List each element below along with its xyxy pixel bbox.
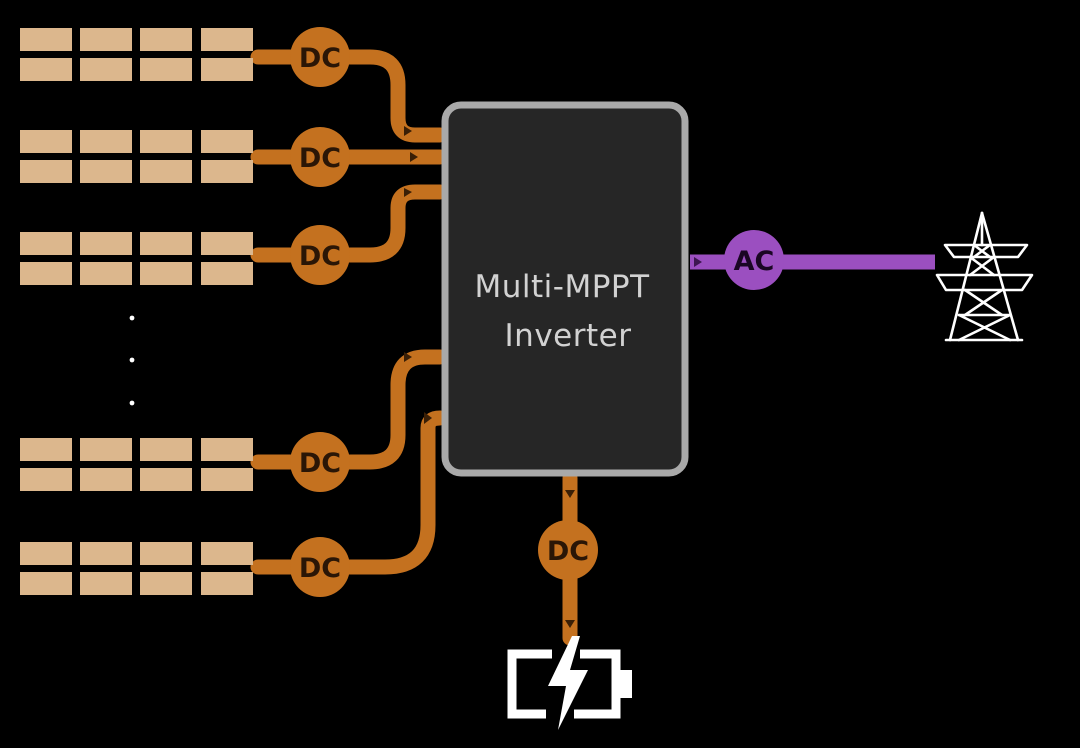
solar-panel-icon [140, 130, 192, 153]
solar-panel-icon [20, 130, 72, 153]
solar-panel-icon [20, 160, 72, 183]
ac-arrow [694, 257, 702, 267]
ac-badge: AC [724, 230, 784, 290]
solar-panel-icon [80, 58, 132, 81]
solar-panel-icon [80, 130, 132, 153]
solar-panel-icon [201, 438, 253, 461]
solar-array-4 [20, 438, 253, 491]
dc-badge-5: DC [290, 537, 350, 597]
arrow-4 [404, 352, 412, 362]
ellipsis-dot-1 [129, 315, 135, 321]
solar-panel-icon [201, 58, 253, 81]
dc-badge-3-label: DC [299, 241, 341, 272]
dc-badge-5-label: DC [299, 553, 341, 584]
solar-array-2 [20, 130, 253, 183]
solar-panel-icon [80, 438, 132, 461]
dc-badge-3: DC [290, 225, 350, 285]
solar-panel-icon [20, 438, 72, 461]
dc-badge-2-label: DC [299, 143, 341, 174]
solar-arrays [20, 28, 253, 595]
solar-panel-icon [201, 28, 253, 51]
solar-panel-icon [140, 28, 192, 51]
solar-panel-icon [20, 542, 72, 565]
solar-panel-icon [140, 160, 192, 183]
arrow-5 [424, 412, 432, 424]
solar-panel-icon [140, 438, 192, 461]
solar-panel-icon [80, 28, 132, 51]
dc-wire-array-1 [250, 49, 448, 143]
dc-badge-1: DC [290, 27, 350, 87]
solar-panel-icon [80, 160, 132, 183]
solar-panel-icon [140, 468, 192, 491]
wire-arrows [404, 126, 575, 628]
dc-wire-array-4 [250, 349, 448, 470]
solar-panel-icon [80, 468, 132, 491]
arrow-1 [404, 126, 412, 136]
solar-panel-icon [20, 468, 72, 491]
arrow-6 [565, 490, 575, 498]
solar-array-1 [20, 28, 253, 81]
ellipsis-dot-3 [129, 400, 135, 406]
solar-panel-icon [201, 160, 253, 183]
solar-panel-icon [140, 542, 192, 565]
array-ellipsis [129, 315, 135, 406]
inverter-box: Multi-MPPT Inverter [441, 101, 689, 477]
solar-panel-icon [201, 468, 253, 491]
solar-panel-icon [20, 58, 72, 81]
solar-panel-icon [80, 232, 132, 255]
battery-charging-icon [507, 636, 632, 730]
arrow-7 [565, 620, 575, 628]
solar-panel-icon [201, 542, 253, 565]
inverter-title-line2: Inverter [505, 318, 632, 354]
solar-panel-icon [201, 262, 253, 285]
dc-wire-array-3 [250, 184, 448, 263]
solar-array-5 [20, 542, 253, 595]
solar-panel-icon [140, 262, 192, 285]
arrow-2 [410, 152, 418, 162]
solar-panel-icon [201, 130, 253, 153]
dc-wire-array-5 [250, 410, 448, 575]
dc-badge-battery: DC [538, 520, 598, 580]
solar-array-3 [20, 232, 253, 285]
solar-panel-icon [80, 262, 132, 285]
dc-badge-4-label: DC [299, 448, 341, 479]
solar-panel-icon [80, 542, 132, 565]
inverter-title-line1: Multi-MPPT [474, 269, 650, 305]
solar-panel-icon [140, 58, 192, 81]
solar-panel-icon [80, 572, 132, 595]
dc-badge-4: DC [290, 432, 350, 492]
dc-badge-1-label: DC [299, 43, 341, 74]
solar-panel-icon [201, 232, 253, 255]
ac-badge-label: AC [734, 246, 775, 277]
solar-panel-icon [20, 572, 72, 595]
solar-panel-icon [20, 262, 72, 285]
ellipsis-dot-2 [129, 357, 135, 363]
solar-panel-icon [201, 572, 253, 595]
solar-panel-icon [140, 572, 192, 595]
power-transmission-tower-icon [935, 211, 1034, 342]
dc-badge-battery-label: DC [547, 536, 589, 567]
solar-panel-icon [20, 232, 72, 255]
solar-panel-icon [140, 232, 192, 255]
arrow-3 [404, 188, 412, 197]
solar-panel-icon [20, 28, 72, 51]
dc-badge-2: DC [290, 127, 350, 187]
